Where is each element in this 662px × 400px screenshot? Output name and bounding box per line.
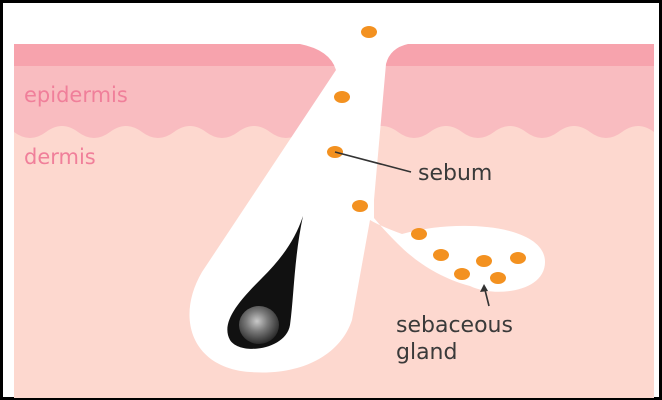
sebum-droplet-icon — [433, 249, 449, 261]
sebum-droplet-icon — [352, 200, 368, 212]
epidermis-label: epidermis — [24, 83, 128, 107]
sebum-droplet-icon — [510, 252, 526, 264]
hair-bulb — [239, 306, 279, 344]
sebaceous-gland-label-line2: gland — [396, 340, 457, 365]
sebum-droplet-icon — [476, 255, 492, 267]
sebaceous-gland-label-line1: sebaceous — [396, 313, 513, 338]
sebum-droplet-icon — [454, 268, 470, 280]
sebum-droplet-icon — [361, 26, 377, 38]
sebum-droplet-icon — [334, 91, 350, 103]
sebum-droplet-icon — [490, 272, 506, 284]
sebum-droplet-icon — [411, 228, 427, 240]
sebum-label: sebum — [418, 161, 492, 186]
dermis-label: dermis — [24, 145, 96, 169]
